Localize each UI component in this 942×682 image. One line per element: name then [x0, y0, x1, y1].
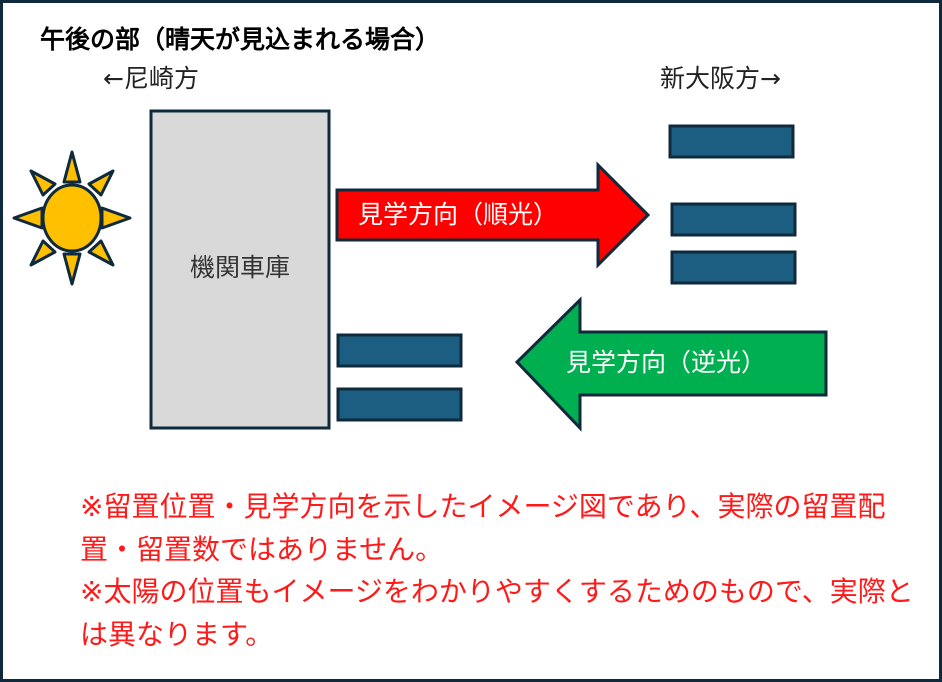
front-lit-arrow	[335, 161, 651, 269]
back-lit-arrow	[514, 296, 828, 432]
notes: ※留置位置・見学方向を示したイメージ図であり、実際の留置配置・留置数ではありませ…	[80, 486, 920, 656]
front-lit-label: 見学方向（順光）	[358, 200, 559, 229]
note-line: ※留置位置・見学方向を示したイメージ図であり、実際の留置配置・留置数ではありませ…	[80, 490, 886, 566]
sun-icon	[12, 150, 132, 286]
direction-shin-osaka: 新大阪方→	[660, 64, 781, 93]
depot-building	[149, 109, 331, 430]
train-car	[336, 387, 463, 422]
train-car	[670, 202, 797, 237]
train-car	[336, 333, 463, 368]
depot-label: 機関車庫	[189, 253, 290, 282]
train-car	[670, 250, 797, 285]
train-car	[668, 124, 795, 159]
page-title: 午後の部（晴天が見込まれる場合）	[40, 25, 441, 54]
note-line: ※太陽の位置もイメージをわかりやすくするためのもので、実際とは異なります。	[80, 575, 914, 651]
direction-amagasaki: ←尼崎方	[103, 64, 199, 93]
back-lit-label: 見学方向（逆光）	[566, 348, 767, 377]
